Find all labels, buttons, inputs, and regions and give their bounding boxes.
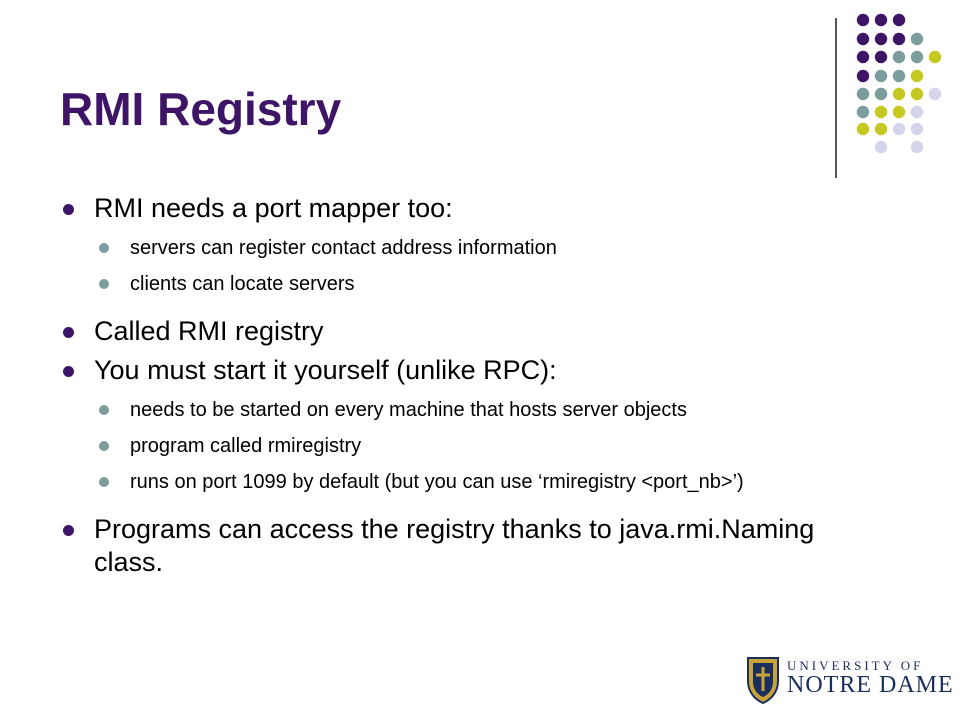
dot: [928, 87, 942, 101]
sub-bullet-text: needs to be started on every machine tha…: [130, 399, 687, 421]
dot-grid-row-2: [856, 32, 924, 46]
sub-bullet-text: clients can locate servers: [130, 273, 355, 295]
dot: [892, 69, 906, 83]
dot: [892, 87, 906, 101]
bullet-dot-icon: [63, 366, 74, 377]
sub-bullet-text: program called rmiregistry: [130, 435, 362, 457]
bullet-dot-icon: [63, 327, 74, 338]
bullet-text: Programs can access the registry thanks …: [94, 514, 815, 577]
bullet-item: Called RMI registry: [60, 315, 880, 348]
dot: [892, 105, 906, 119]
dot: [910, 32, 924, 46]
dot: [856, 69, 870, 83]
vertical-divider: [835, 18, 837, 178]
sub-bullet-item: servers can register contact address inf…: [96, 235, 880, 261]
dot: [856, 105, 870, 119]
dot-grid-row-1: [856, 13, 906, 27]
bullet-text: RMI needs a port mapper too:: [94, 193, 453, 223]
dot: [874, 13, 888, 27]
university-logo: UNIVERSITY OF NOTRE DAME: [745, 655, 953, 705]
bullet-dot-icon: [99, 441, 109, 451]
dot-grid-row-4: [856, 69, 924, 83]
sub-bullet-text: servers can register contact address inf…: [130, 237, 557, 259]
bullet-dot-icon: [99, 405, 109, 415]
dot-grid-row-8: [874, 140, 924, 154]
bullet-text: Called RMI registry: [94, 316, 324, 346]
dot: [910, 69, 924, 83]
dot: [856, 13, 870, 27]
bullet-item: Programs can access the registry thanks …: [60, 513, 880, 579]
dot: [874, 87, 888, 101]
sub-bullet-text: runs on port 1099 by default (but you ca…: [130, 471, 744, 493]
sub-bullet-item: clients can locate servers: [96, 271, 880, 297]
dot: [856, 87, 870, 101]
dot-grid-row-6: [856, 105, 924, 119]
bullet-dot-icon: [99, 243, 109, 253]
dot: [874, 122, 888, 136]
dot: [910, 105, 924, 119]
bullet-dot-icon: [99, 477, 109, 487]
dot-grid-row-7: [856, 122, 924, 136]
dot: [892, 122, 906, 136]
dot: [910, 140, 924, 154]
dot: [856, 50, 870, 64]
dot: [874, 140, 888, 154]
slide-title: RMI Registry: [60, 83, 342, 135]
dot: [910, 50, 924, 64]
dot: [874, 69, 888, 83]
dot: [874, 105, 888, 119]
dot-grid-row-5: [856, 87, 942, 101]
sub-bullet-item: program called rmiregistry: [96, 433, 880, 459]
bullet-item: You must start it yourself (unlike RPC):: [60, 354, 880, 387]
bullet-text: You must start it yourself (unlike RPC):: [94, 355, 557, 385]
dot: [928, 50, 942, 64]
dot: [892, 50, 906, 64]
shield-icon: [747, 657, 779, 705]
dot: [910, 87, 924, 101]
bullet-dot-icon: [63, 525, 74, 536]
dot: [874, 32, 888, 46]
bullet-dot-icon: [63, 204, 74, 215]
dot: [910, 122, 924, 136]
logo-text-notre-dame: NOTRE DAME: [787, 672, 954, 698]
sub-bullet-item: runs on port 1099 by default (but you ca…: [96, 469, 880, 495]
logo-text-university-of: UNIVERSITY OF: [787, 658, 924, 673]
dot: [892, 32, 906, 46]
dot: [856, 122, 870, 136]
decorative-dot-grid: [856, 13, 942, 154]
bullet-item: RMI needs a port mapper too:: [60, 192, 880, 225]
sub-bullet-item: needs to be started on every machine tha…: [96, 397, 880, 423]
dot: [892, 13, 906, 27]
dot-grid-row-3: [856, 50, 942, 64]
bullet-list: RMI needs a port mapper too: servers can…: [60, 186, 880, 579]
bullet-dot-icon: [99, 279, 109, 289]
dot: [856, 32, 870, 46]
dot: [874, 50, 888, 64]
